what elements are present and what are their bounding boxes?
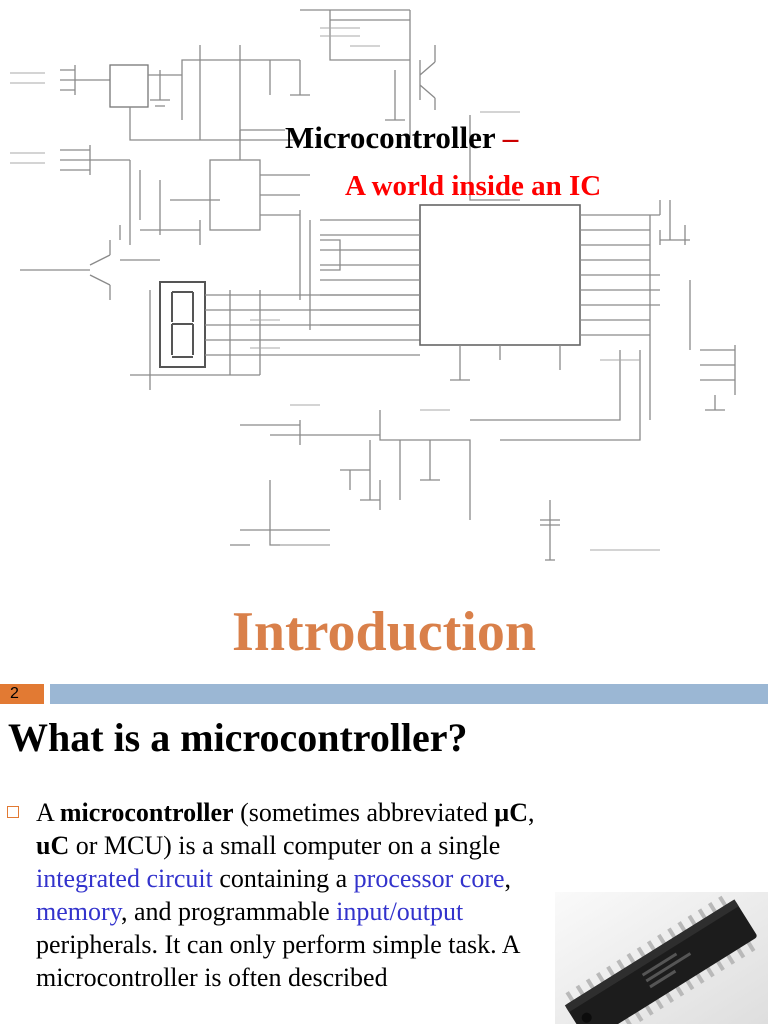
title-slide: Microcontroller – A world inside an IC I…	[10, 9, 736, 663]
text-run: (sometimes abbreviated	[233, 798, 495, 827]
bullet-text: A microcontroller (sometimes abbreviated…	[36, 796, 556, 994]
header-separator	[44, 684, 50, 704]
slide-subtitle: A world inside an IC	[345, 170, 602, 202]
slide-title: What is a microcontroller?	[8, 715, 468, 760]
circuit-schematic-image	[10, 9, 736, 561]
title-text: Microcontroller	[285, 120, 496, 155]
link-processor-core[interactable]: processor core	[353, 864, 505, 893]
link-input-output[interactable]: input/output	[336, 897, 464, 926]
text-run: , and programmable	[120, 897, 337, 926]
link-memory[interactable]: memory	[36, 897, 121, 926]
slide-title: Microcontroller –	[285, 120, 518, 156]
section-heading: Introduction	[232, 601, 536, 663]
term-muc: µC	[494, 798, 528, 827]
title-dash: –	[502, 120, 519, 155]
chip-photo	[555, 892, 768, 1024]
text-run: peripherals. It can only perform simple …	[36, 930, 520, 992]
term-uc: uC	[36, 831, 70, 860]
text-run: A	[36, 798, 60, 827]
text-run: containing a	[212, 864, 354, 893]
text-run: or MCU) is a small computer on a single	[69, 831, 501, 860]
bullet-square-icon	[7, 806, 19, 818]
content-slide: 2 What is a microcontroller? A microcont…	[0, 678, 768, 1024]
header-bar	[50, 684, 768, 704]
term-microcontroller: microcontroller	[59, 798, 234, 827]
link-integrated-circuit[interactable]: integrated circuit	[36, 864, 213, 893]
slide-number: 2	[0, 684, 44, 704]
text-run: ,	[504, 864, 512, 893]
text-run: ,	[528, 798, 535, 827]
dip-chip-icon	[555, 892, 768, 1024]
